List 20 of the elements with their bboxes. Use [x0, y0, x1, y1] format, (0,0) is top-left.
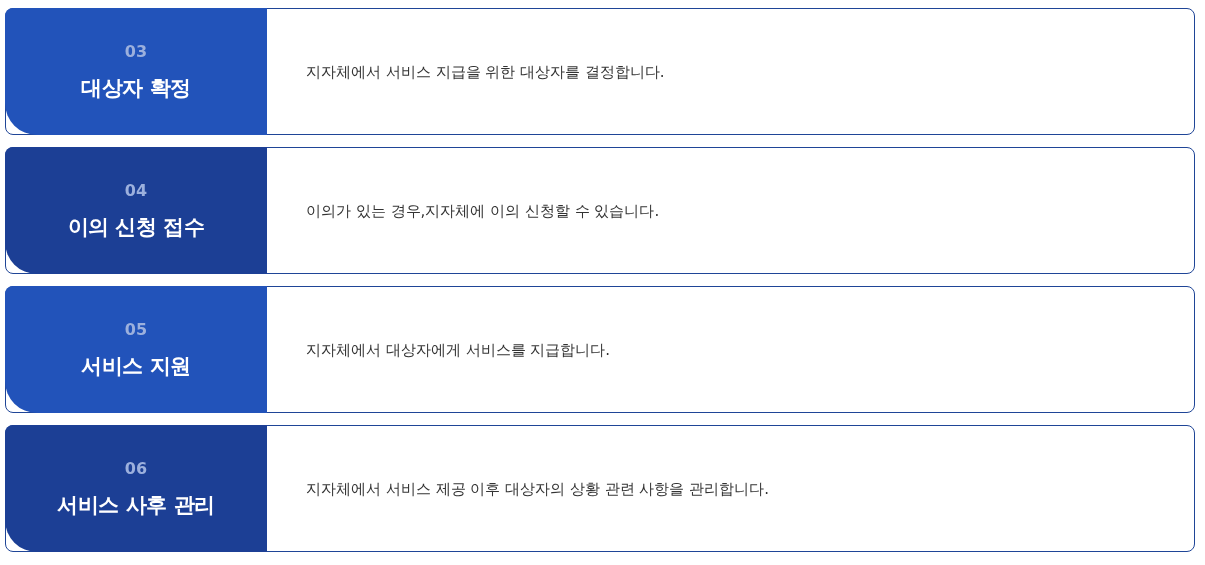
step-title: 서비스 사후 관리 — [57, 491, 215, 519]
step-card — [5, 425, 1195, 552]
step-number: 05 — [124, 319, 148, 340]
step-panel — [5, 147, 267, 274]
step-card — [5, 286, 1195, 413]
step-panel — [5, 286, 267, 413]
step-description: 지자체에서 대상자에게 서비스를 지급합니다. — [306, 339, 611, 360]
step-number: 06 — [124, 458, 148, 479]
step-panel — [5, 425, 267, 552]
step-number: 04 — [124, 180, 148, 201]
step-description: 이의가 있는 경우,지자체에 이의 신청할 수 있습니다. — [306, 200, 660, 221]
step-title: 대상자 확정 — [81, 74, 191, 102]
step-description: 지자체에서 서비스 제공 이후 대상자의 상황 관련 사항을 관리합니다. — [306, 478, 769, 499]
step-number: 03 — [124, 41, 148, 62]
step-title: 이의 신청 접수 — [67, 213, 205, 241]
step-panel — [5, 8, 267, 135]
step-card — [5, 8, 1195, 135]
step-card — [5, 147, 1195, 274]
step-description: 지자체에서 서비스 지급을 위한 대상자를 결정합니다. — [306, 61, 665, 82]
step-title: 서비스 지원 — [81, 352, 191, 380]
